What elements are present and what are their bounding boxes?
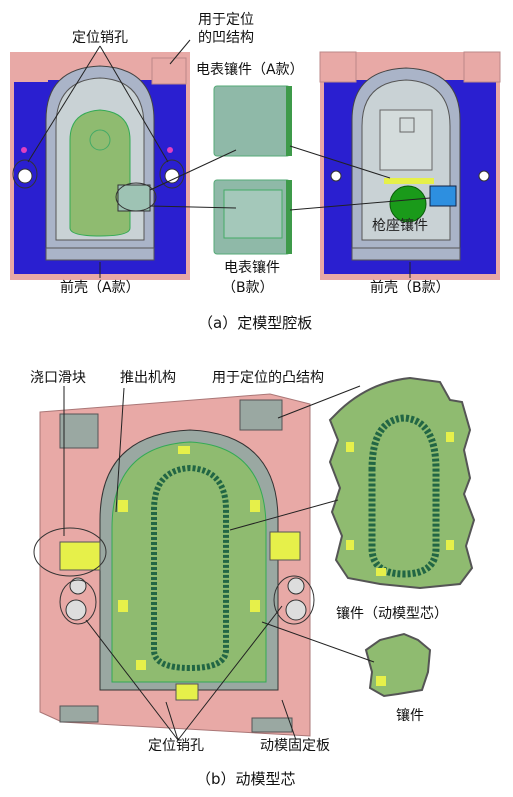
label-front-shell-b: 前壳（B款） [370,280,450,296]
front-shell-a-plate [10,52,190,280]
small-insert-shape [364,632,432,698]
label-fixed-plate: 动模固定板 [260,738,330,754]
label-meter-insert-a: 电表镶件（A款） [196,62,304,78]
pin-hole-callout-b-left [59,579,97,625]
label-locating-pin-hole-b: 定位销孔 [148,738,204,754]
label-meter-insert-b-line1: 电表镶件 [224,260,280,276]
leader-lines-a [27,39,431,278]
label-concave-structure-line1: 用于定位 [198,12,254,28]
gate-slider-callout [33,527,107,577]
label-gate-slider: 浇口滑块 [30,370,86,386]
insert-callout-a [115,182,157,212]
label-insert: 镶件 [396,708,424,724]
label-ejector: 推出机构 [120,370,176,386]
front-shell-b-plate [319,51,501,280]
label-convex-structure: 用于定位的凸结构 [212,370,324,386]
label-front-shell-a: 前壳（A款） [60,280,140,296]
fixed-plate [39,393,311,737]
label-meter-insert-b-line2: （B款） [222,280,274,296]
label-concave-structure-line2: 的凹结构 [198,30,254,46]
label-locating-pin-hole-a: 定位销孔 [72,30,128,46]
caption-panel-a: （a）定模型腔板 [198,314,313,332]
meter-insert-b [213,179,292,255]
caption-panel-b: （b）动模型芯 [196,770,296,788]
pin-hole-callout-b-right [273,575,315,625]
label-gun-seat-insert: 枪座镶件 [372,218,428,234]
label-insert-core: 镶件（动模型芯） [336,606,448,622]
insert-core-shape [328,376,476,590]
pin-hole-callout-left [12,159,38,189]
leader-lines-b [63,385,375,741]
meter-insert-a [213,85,292,157]
